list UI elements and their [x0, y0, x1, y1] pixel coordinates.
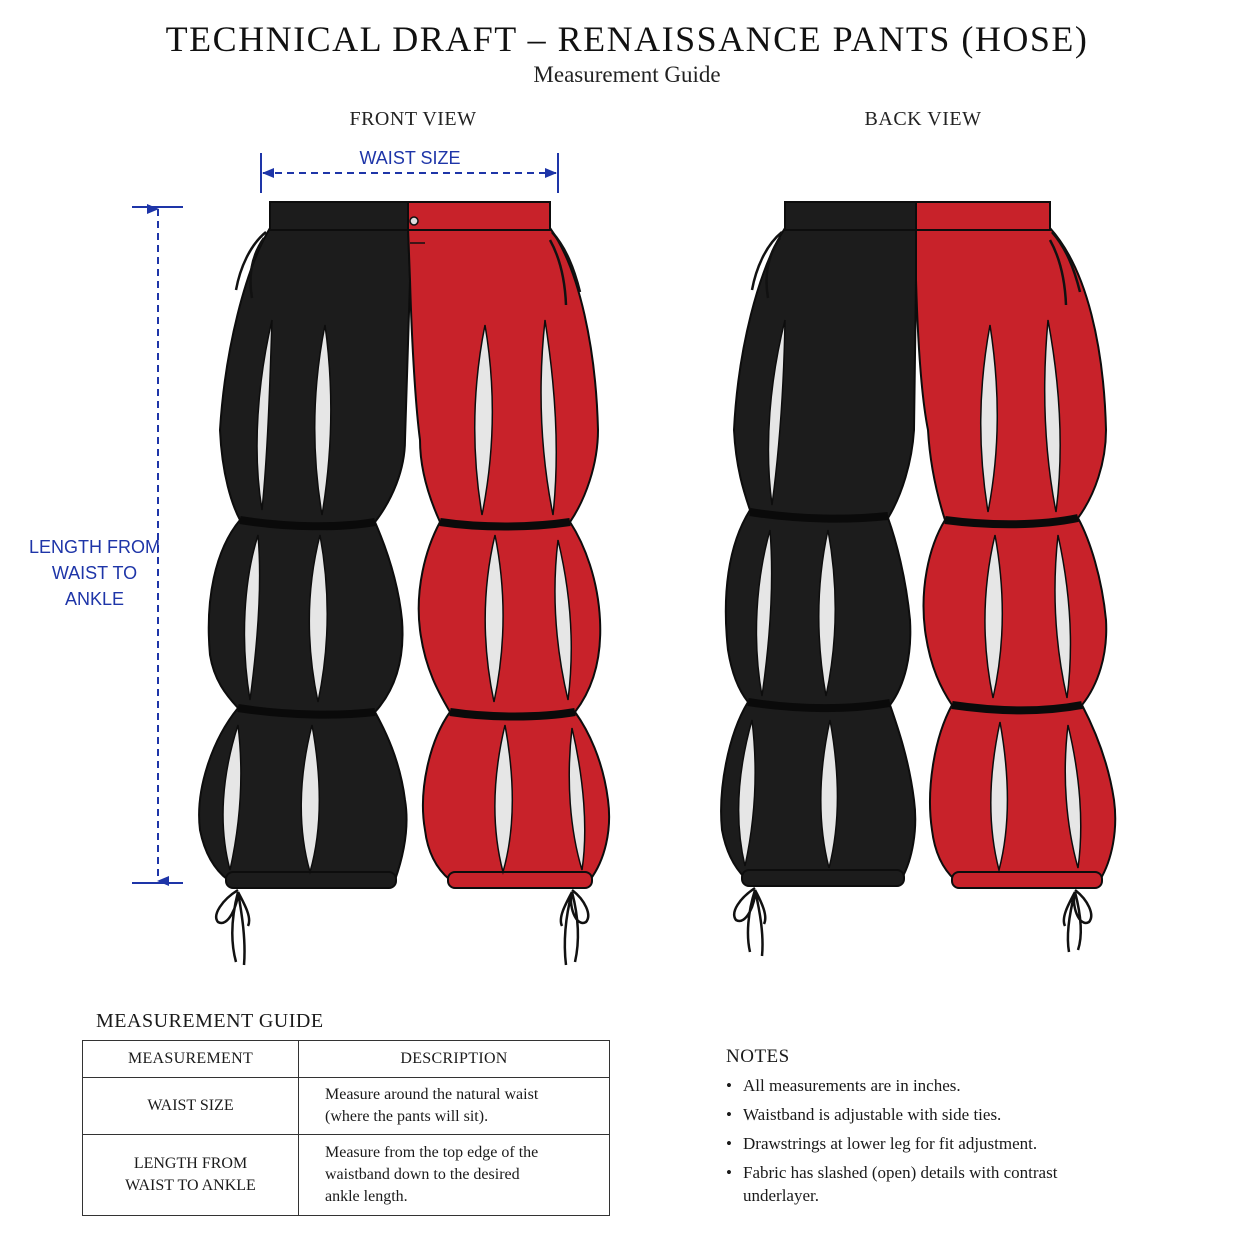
table-header-measurement: MEASUREMENT: [82, 1040, 299, 1078]
table-cell-description: Measure around the natural waist (where …: [298, 1077, 610, 1135]
back-view-pants: [720, 201, 1117, 957]
front-gather-band: [439, 518, 571, 531]
bullet-icon: •: [726, 1076, 732, 1095]
back-left-leg: [720, 227, 917, 879]
back-waistband-right: [915, 201, 1051, 231]
back-side-tie-left: [750, 231, 783, 299]
pants-drawing: [132, 153, 1117, 966]
back-gather-band: [749, 508, 889, 523]
list-item: • Waistband is adjustable with side ties…: [726, 1103, 1146, 1126]
front-side-tie-right: [548, 231, 582, 306]
back-slash: [817, 529, 837, 697]
length-label-line: LENGTH FROM: [28, 537, 160, 557]
table-cell-measurement: WAIST SIZE: [82, 1077, 299, 1135]
back-right-leg: [915, 227, 1117, 881]
front-slash: [256, 319, 273, 511]
back-waistband-left: [784, 201, 917, 231]
front-slash: [554, 539, 572, 701]
back-slash: [767, 319, 786, 506]
bullet-icon: •: [726, 1105, 732, 1124]
length-label: LENGTH FROM WAIST TO ANKLE: [22, 534, 167, 612]
front-slash: [222, 724, 242, 871]
table-cell-line: LENGTH FROM: [133, 1155, 248, 1172]
note-text: underlayer.: [743, 1186, 819, 1205]
table-cell-line: WAIST SIZE: [147, 1097, 234, 1114]
front-gather-band: [237, 704, 376, 719]
front-ankle-tie-right: [559, 889, 590, 966]
note-text: All measurements are in inches.: [743, 1076, 961, 1095]
front-waistband-right: [407, 201, 551, 231]
front-slash: [494, 724, 514, 875]
notes-list: • All measurements are in inches. • Wais…: [726, 1074, 1146, 1213]
front-button-icon: [409, 216, 419, 226]
front-gather-band: [239, 516, 376, 531]
note-text: Fabric has slashed (open) details with c…: [743, 1163, 1058, 1182]
back-slash: [1054, 534, 1072, 699]
table-header-description: DESCRIPTION: [298, 1040, 610, 1078]
back-ankle-tie-left: [733, 886, 767, 957]
front-view-pants: [198, 201, 611, 966]
front-slash: [243, 534, 261, 701]
table-cell-line: Measure from the top edge of the: [325, 1144, 539, 1161]
list-item: • All measurements are in inches.: [726, 1074, 1146, 1097]
table-header-row: MEASUREMENT DESCRIPTION: [82, 1040, 610, 1078]
table-cell-line: (where the pants will sit).: [325, 1108, 489, 1125]
front-slash: [474, 324, 493, 516]
back-cuff-left: [741, 869, 905, 887]
table-cell-description: Measure from the top edge of the waistba…: [298, 1134, 610, 1216]
page-title: TECHNICAL DRAFT – RENAISSANCE PANTS (HOS…: [165, 19, 1089, 59]
list-item: • Fabric has slashed (open) details with…: [726, 1161, 1146, 1207]
front-waistband-left: [269, 201, 409, 231]
back-slash: [990, 721, 1009, 873]
front-slash: [308, 534, 328, 703]
back-slash: [1064, 724, 1082, 869]
back-ankle-tie-right: [1062, 889, 1093, 953]
front-view-label: FRONT VIEW: [349, 108, 477, 130]
front-slash: [300, 724, 321, 875]
table-row: WAIST SIZE Measure around the natural wa…: [82, 1077, 610, 1135]
front-slash: [484, 534, 504, 703]
bullet-icon: •: [726, 1163, 732, 1182]
back-gather-band: [747, 698, 891, 713]
back-side-tie-right: [1048, 231, 1082, 306]
front-cuff-right: [447, 871, 593, 889]
notes-heading: NOTES: [726, 1046, 790, 1067]
front-ankle-tie-left: [215, 888, 251, 966]
measurement-table: MEASUREMENT DESCRIPTION WAIST SIZE Measu…: [82, 1040, 610, 1216]
front-slash: [568, 727, 586, 871]
table-row: LENGTH FROM WAIST TO ANKLE Measure from …: [82, 1134, 610, 1216]
length-label-line: WAIST TO: [51, 563, 138, 583]
page-subtitle: Measurement Guide: [533, 62, 721, 87]
note-text: Waistband is adjustable with side ties.: [743, 1105, 1002, 1124]
back-slash: [737, 719, 756, 867]
table-cell-line: waistband down to the desired: [325, 1166, 520, 1183]
front-cuff-left: [225, 871, 397, 889]
back-gather-band: [944, 514, 1079, 529]
back-slash: [1043, 319, 1061, 513]
note-text: Drawstrings at lower leg for fit adjustm…: [743, 1134, 1038, 1153]
bullet-icon: •: [726, 1134, 732, 1153]
table-cell-line: ankle length.: [325, 1188, 408, 1205]
back-view-label: BACK VIEW: [864, 108, 982, 130]
back-slash: [820, 719, 839, 869]
back-slash: [980, 324, 998, 513]
front-side-tie-left: [234, 231, 267, 299]
table-cell-line: Measure around the natural waist: [325, 1086, 539, 1103]
list-item: • Drawstrings at lower leg for fit adjus…: [726, 1132, 1146, 1155]
back-gather-band: [951, 701, 1083, 715]
front-slash: [314, 324, 332, 516]
table-cell-line: WAIST TO ANKLE: [125, 1177, 256, 1194]
length-dimension: [132, 204, 183, 886]
front-slash: [540, 319, 558, 516]
waist-size-label: WAIST SIZE: [359, 148, 461, 168]
back-cuff-right: [951, 871, 1103, 889]
back-slash: [984, 534, 1004, 699]
table-cell-measurement: LENGTH FROM WAIST TO ANKLE: [82, 1134, 299, 1216]
measurement-guide-heading: MEASUREMENT GUIDE: [96, 1010, 324, 1032]
front-gather-band: [449, 708, 576, 721]
back-slash: [755, 529, 773, 697]
length-label-line: ANKLE: [64, 589, 125, 609]
waist-dimension: [260, 153, 559, 193]
